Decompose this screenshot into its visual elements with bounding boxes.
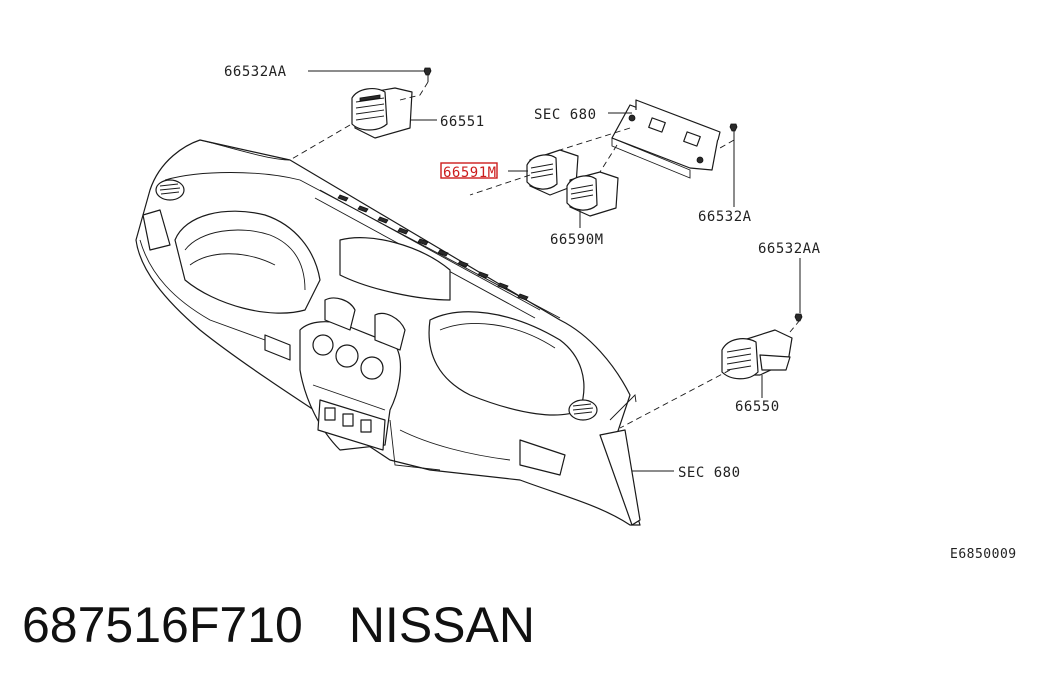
label-66551[interactable]: 66551 xyxy=(440,114,485,130)
label-66532A[interactable]: 66532A xyxy=(698,209,752,225)
right-side-vent xyxy=(568,399,598,421)
leader-lines xyxy=(308,70,801,472)
label-66532AA-top[interactable]: 66532AA xyxy=(224,64,287,80)
part-number: 687516F710 xyxy=(22,597,303,653)
diagram-code: E6850009 xyxy=(950,547,1017,562)
label-66590M[interactable]: 66590M xyxy=(550,232,604,248)
brand-name: NISSAN xyxy=(348,597,535,653)
vent-66590M xyxy=(566,171,619,217)
label-sec680-top[interactable]: SEC 680 xyxy=(534,107,597,123)
label-sec680-bottom[interactable]: SEC 680 xyxy=(678,465,741,481)
left-side-vent xyxy=(155,179,185,201)
label-66591M[interactable]: 66591M xyxy=(443,165,497,181)
screw-66532AA-right xyxy=(794,313,803,322)
highlight-box xyxy=(440,162,498,179)
assembly-lines xyxy=(289,81,801,429)
vent-66591M xyxy=(526,149,579,196)
footer-caption: 687516F710 NISSAN xyxy=(22,596,535,654)
bracket-sec680 xyxy=(611,99,721,179)
defrost-grille xyxy=(314,189,541,319)
vent-66551 xyxy=(351,87,413,139)
instrument-panel xyxy=(135,139,641,526)
screw-66532AA-top xyxy=(423,67,432,82)
vent-66550 xyxy=(721,329,793,380)
label-66550[interactable]: 66550 xyxy=(735,399,780,415)
label-66532AA-right[interactable]: 66532AA xyxy=(758,241,821,257)
